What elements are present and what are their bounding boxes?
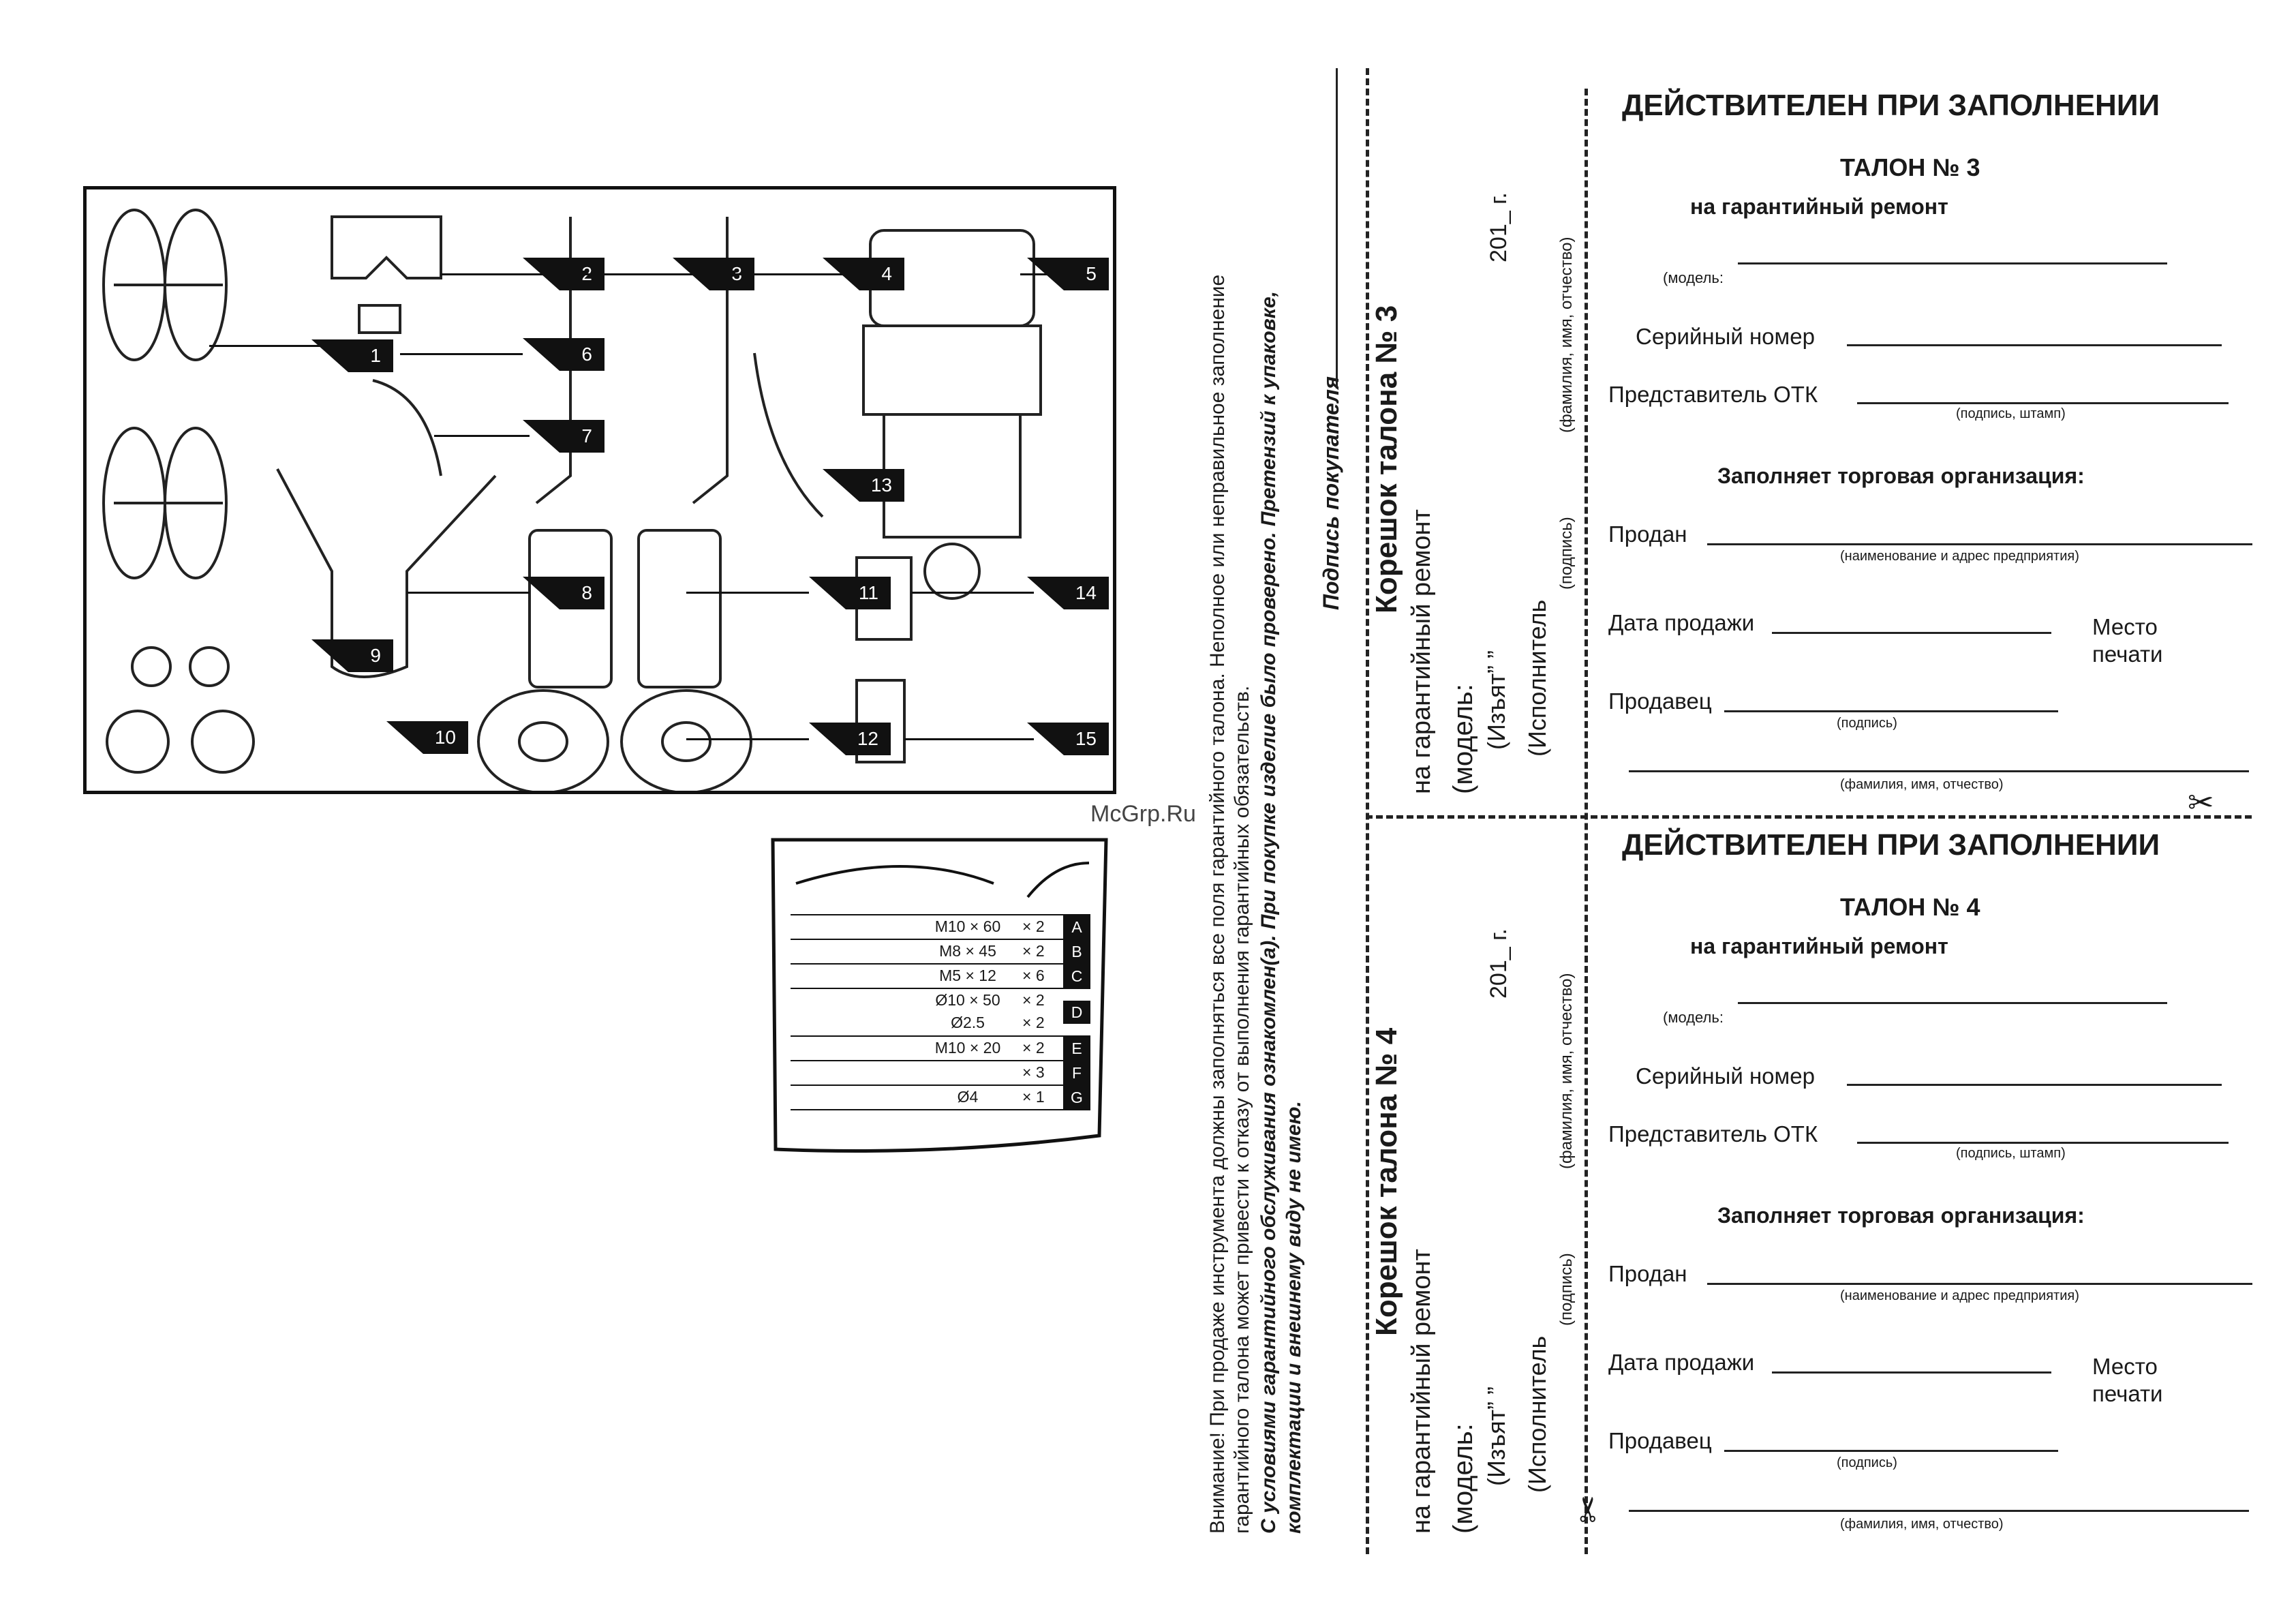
scissors-icon: ✂	[2188, 785, 2214, 820]
serial-field[interactable]	[1847, 344, 2222, 346]
fio-field[interactable]	[1629, 1510, 2249, 1512]
seller-field[interactable]	[1724, 710, 2058, 712]
trade-org-label: Заполняет торговая организация:	[1717, 464, 2085, 488]
sale-date-field[interactable]	[1772, 632, 2051, 634]
fio-hint: (фамилия, имя, отчество)	[1840, 777, 2004, 792]
coupon-subtitle: на гарантийный ремонт	[1690, 934, 1948, 958]
model-label: (модель:	[1663, 1009, 1724, 1026]
sold-field[interactable]	[1707, 1283, 2252, 1285]
cut-line	[1366, 68, 1369, 1554]
serial-field[interactable]	[1847, 1084, 2222, 1086]
otk-field[interactable]	[1857, 402, 2229, 404]
stub-4-executor: (Исполнитель	[1523, 1335, 1551, 1493]
signature-line	[1336, 68, 1338, 389]
leader-line	[911, 592, 1034, 594]
coupon-subtitle: на гарантийный ремонт	[1690, 194, 1948, 219]
stub-4-year: 201_ г.	[1486, 928, 1512, 999]
model-field[interactable]	[1738, 1002, 2167, 1004]
notice-line-2: гарантийного талона может привести к отк…	[1231, 685, 1253, 1534]
fastener-row: Ø10 × 50× 2 Ø2.5× 2 D	[791, 988, 1090, 1035]
fio-field[interactable]	[1629, 770, 2249, 772]
model-label: (модель:	[1663, 269, 1724, 286]
bag-outline	[771, 838, 1108, 1153]
sold-hint: (наименование и адрес предприятия)	[1840, 549, 2079, 564]
seller-label: Продавец	[1608, 688, 1712, 714]
otk-field[interactable]	[1857, 1142, 2229, 1144]
sold-hint: (наименование и адрес предприятия)	[1840, 1288, 2079, 1303]
sale-date-label: Дата продажи	[1608, 610, 1755, 635]
serial-label: Серийный номер	[1636, 1063, 1815, 1089]
leader-line	[209, 345, 346, 347]
stub-4-title: Корешок талона № 4	[1370, 1027, 1403, 1336]
leader-line	[686, 738, 809, 740]
stub-4-model: (модель:	[1448, 1423, 1478, 1534]
model-field[interactable]	[1738, 262, 2167, 264]
stub-4-sign-hint: (подпись)	[1557, 1253, 1576, 1326]
stub-3-taken: (Изъят” ”	[1482, 650, 1510, 750]
stub-3-title: Корешок талона № 3	[1370, 305, 1403, 613]
sale-date-field[interactable]	[1772, 1371, 2051, 1374]
sold-label: Продан	[1608, 1261, 1687, 1286]
notice-line-4: комплектации и внешнему виду не имею.	[1283, 1101, 1305, 1534]
coupon-title: ТАЛОН № 4	[1840, 893, 1980, 921]
parts-diagram: 1 2 3 4 5 6 7 8 9 10 11 12 13 14 15	[83, 186, 1116, 794]
cut-line	[1585, 89, 1588, 1554]
otk-hint: (подпись, штамп)	[1956, 406, 2066, 421]
scissors-icon: ✂	[1569, 1495, 1608, 1523]
leader-line	[407, 592, 530, 594]
watermark: McGrp.Ru	[1090, 801, 1196, 827]
trade-org-label: Заполняет торговая организация:	[1717, 1203, 2085, 1228]
leader-line	[904, 738, 1034, 740]
cut-line	[1366, 815, 2252, 819]
leader-line	[434, 435, 530, 437]
notice-line-3: С условиями гарантийного обслуживания оз…	[1257, 291, 1280, 1534]
coupon-valid-header: ДЕЙСТВИТЕЛЕН ПРИ ЗАПОЛНЕНИИ	[1622, 89, 2160, 122]
sale-date-label: Дата продажи	[1608, 1350, 1755, 1375]
coupon-3: ДЕЙСТВИТЕЛЕН ПРИ ЗАПОЛНЕНИИ ТАЛОН № 3 на…	[1581, 89, 2263, 820]
seller-field[interactable]	[1724, 1450, 2058, 1452]
otk-label: Представитель ОТК	[1608, 1121, 1818, 1147]
stub-3-fio-hint: (фамилия, имя, отчество)	[1557, 237, 1576, 433]
stub-4-fio-hint: (фамилия, имя, отчество)	[1557, 973, 1576, 1169]
leader-line	[400, 353, 523, 355]
buyer-signature-label: Подпись покупателя	[1319, 376, 1343, 610]
stub-3-model: (модель:	[1448, 684, 1478, 794]
stub-3-subtitle: на гарантийный ремонт	[1407, 509, 1436, 794]
seller-hint: (подпись)	[1837, 716, 1897, 731]
seller-label: Продавец	[1608, 1428, 1712, 1453]
leader-line	[441, 273, 577, 275]
coupon-4: ДЕЙСТВИТЕЛЕН ПРИ ЗАПОЛНЕНИИ ТАЛОН № 4 на…	[1570, 828, 2263, 1551]
coupon-valid-header: ДЕЙСТВИТЕЛЕН ПРИ ЗАПОЛНЕНИИ	[1622, 828, 2160, 862]
stub-4-taken: (Изъят” ”	[1482, 1386, 1510, 1486]
sold-field[interactable]	[1707, 543, 2252, 545]
stub-3-year: 201_ г.	[1486, 192, 1512, 262]
otk-hint: (подпись, штамп)	[1956, 1146, 2066, 1161]
stub-4-subtitle: на гарантийный ремонт	[1407, 1249, 1436, 1534]
fio-hint: (фамилия, имя, отчество)	[1840, 1517, 2004, 1532]
leader-line	[686, 592, 809, 594]
stub-3-sign-hint: (подпись)	[1557, 517, 1576, 590]
serial-label: Серийный номер	[1636, 324, 1815, 349]
coupon-title: ТАЛОН № 3	[1840, 153, 1980, 181]
stub-3-executor: (Исполнитель	[1523, 599, 1551, 757]
seller-hint: (подпись)	[1837, 1455, 1897, 1470]
otk-label: Представитель ОТК	[1608, 382, 1818, 407]
leader-line	[570, 273, 707, 275]
notice-line-1: Внимание! При продаже инструмента должны…	[1206, 274, 1229, 1534]
leader-line	[727, 273, 863, 275]
sold-label: Продан	[1608, 521, 1687, 547]
